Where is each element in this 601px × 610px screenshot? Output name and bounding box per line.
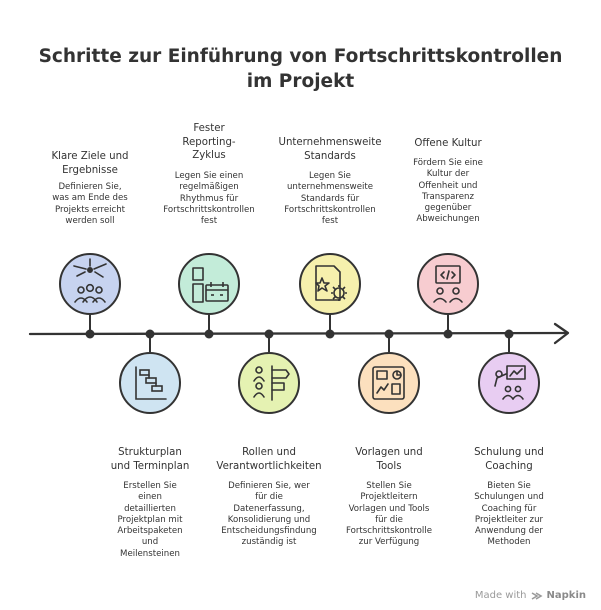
timeline-arrowhead [553,322,570,345]
step-node-standards [299,253,361,315]
timeline-line [28,331,568,336]
presentation-code-icon [433,265,463,303]
diagram-title: Schritte zur Einführung von Fortschritts… [0,44,601,94]
step-node-goals [59,253,121,315]
gantt-chart-icon [135,366,167,400]
title-line-1: Schritte zur Einführung von Fortschritts… [38,46,563,67]
footer-attribution[interactable]: Made with Napkin [475,590,586,601]
step-node-structure-plan [119,352,181,414]
napkin-brand-label: Napkin [546,590,586,601]
step-node-templates [358,352,420,414]
step-node-training [478,352,540,414]
document-gear-icon [315,265,347,301]
step-node-reporting [178,253,240,315]
junction-dots [85,329,514,339]
teacher-training-icon [494,365,526,400]
dashboard-template-icon [372,366,405,400]
napkin-logo-icon [531,591,543,600]
title-line-2: im Projekt [246,71,355,92]
made-with-label: Made with [474,590,527,601]
calendar-icon [192,267,229,303]
step-title-culture: Offene Kultur [414,138,482,149]
step-node-roles [238,352,300,414]
roles-signpost-icon [253,365,290,401]
step-node-culture [417,253,479,315]
target-team-icon [73,258,107,303]
